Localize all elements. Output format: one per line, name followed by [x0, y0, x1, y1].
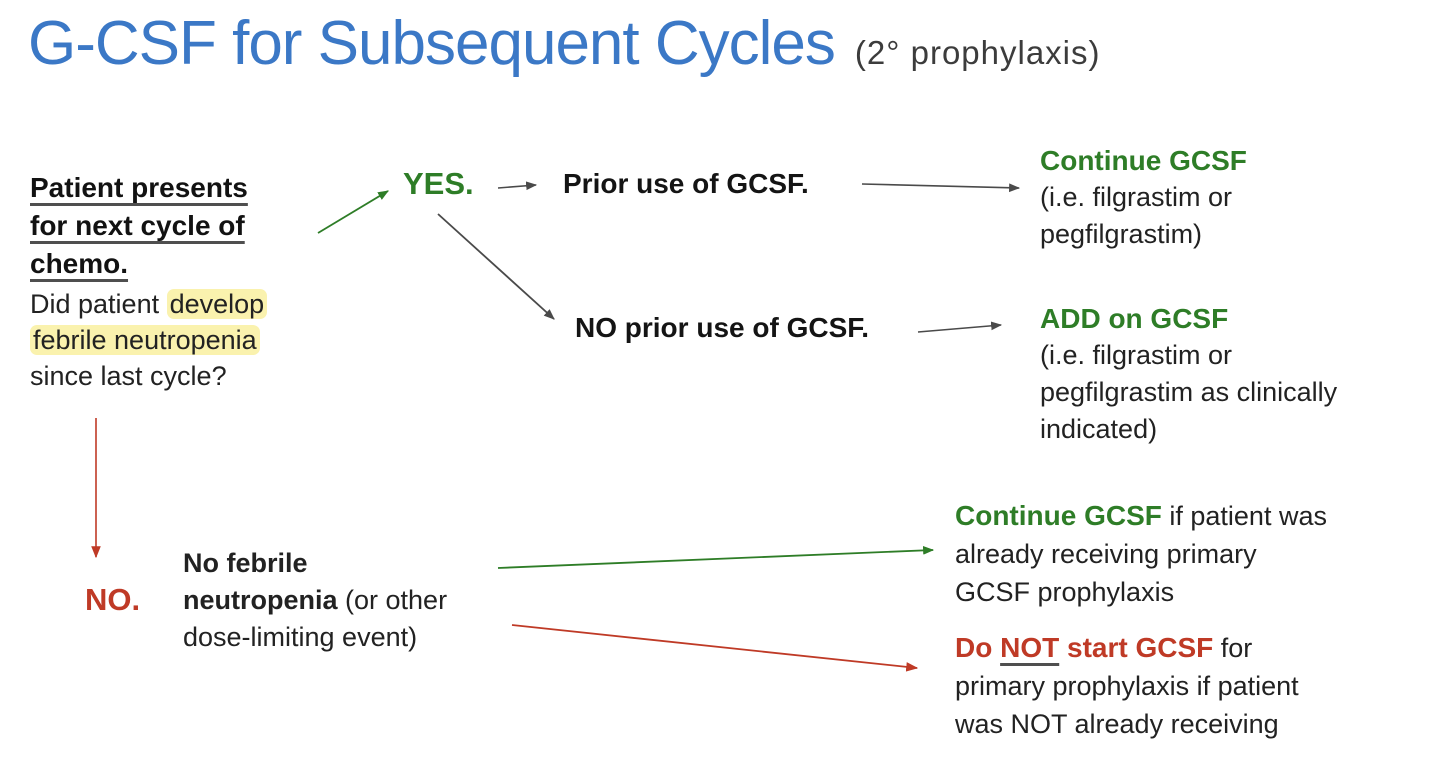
start-heading: Patient presents for next cycle of chemo…	[30, 169, 345, 283]
title-annotation: (2° prophylaxis)	[854, 34, 1101, 71]
arrow-prior-use-to-continue	[861, 183, 1021, 193]
arrow-yes-to-prior-use	[497, 181, 538, 191]
continue-if-line1-rest: if patient was	[1161, 501, 1327, 531]
do-not-emphasis-prefix: Do	[955, 632, 1001, 663]
start-heading-line1: Patient presents	[30, 172, 248, 203]
start-heading-line3: chemo.	[30, 248, 129, 279]
do-not-emphasis-underlined: NOT	[1000, 632, 1060, 663]
add-gcsf-detail-line2: pegfilgrastim as clinically	[1040, 377, 1338, 407]
start-block: Patient presents for next cycle of chemo…	[30, 169, 345, 394]
do-not-start-block: Do NOT start GCSF for primary prophylaxi…	[955, 629, 1425, 743]
event-line2-rest: (or other	[337, 585, 448, 615]
continue-if-line2: already receiving primary	[955, 539, 1257, 569]
question-line2-highlight: febrile neutropenia	[30, 325, 260, 355]
do-not-line2: primary prophylaxis if patient	[955, 671, 1299, 701]
event-line3: dose-limiting event)	[183, 622, 418, 652]
yes-node: YES.	[403, 166, 474, 201]
arrow-event-to-continue-if	[497, 546, 935, 569]
do-not-line3: was NOT already receiving	[955, 709, 1279, 739]
add-gcsf-detail-line3: indicated)	[1040, 414, 1158, 444]
no-prior-use-label: NO prior use of GCSF.	[575, 312, 870, 343]
continue-gcsf-detail-line2: pegfilgrastim)	[1040, 219, 1203, 249]
no-node: NO.	[85, 582, 141, 617]
continue-if-emphasis: Continue GCSF	[955, 500, 1162, 531]
event-line1-bold: No febrile	[183, 548, 308, 578]
start-question: Did patient develop febrile neutropenia …	[30, 286, 345, 394]
continue-if-line3: GCSF prophylaxis	[955, 577, 1175, 607]
continue-gcsf-detail-line1: (i.e. filgrastim or	[1040, 182, 1233, 212]
prior-use-label: Prior use of GCSF.	[563, 168, 809, 199]
add-gcsf-block: ADD on GCSF (i.e. filgrastim or pegfilgr…	[1040, 300, 1440, 448]
slide-title: G-CSF for Subsequent Cycles (2° prophylax…	[28, 8, 1101, 79]
add-gcsf-detail-line1: (i.e. filgrastim or	[1040, 340, 1233, 370]
add-gcsf-title: ADD on GCSF	[1040, 303, 1229, 334]
question-line1-highlight: develop	[166, 289, 268, 319]
start-heading-line2: for next cycle of	[30, 210, 245, 241]
arrow-event-to-do-not	[511, 624, 919, 672]
event-line2-bold: neutropenia	[183, 585, 338, 615]
continue-gcsf-title: Continue GCSF	[1040, 145, 1247, 176]
no-febrile-neutropenia-block: No febrile neutropenia (or other dose-li…	[183, 545, 543, 656]
question-line3-plain: since last cycle?	[30, 361, 227, 391]
arrow-yes-to-no-prior-use	[437, 213, 555, 320]
do-not-line1-rest: for	[1213, 633, 1253, 663]
question-line1-plain: Did patient	[30, 289, 167, 319]
title-text: G-CSF for Subsequent Cycles	[28, 9, 836, 78]
do-not-emphasis-suffix: start GCSF	[1059, 632, 1214, 663]
continue-gcsf-block: Continue GCSF (i.e. filgrastim or pegfil…	[1040, 142, 1420, 253]
continue-if-block: Continue GCSF if patient was already rec…	[955, 497, 1415, 611]
arrow-no-prior-use-to-add	[917, 321, 1003, 333]
